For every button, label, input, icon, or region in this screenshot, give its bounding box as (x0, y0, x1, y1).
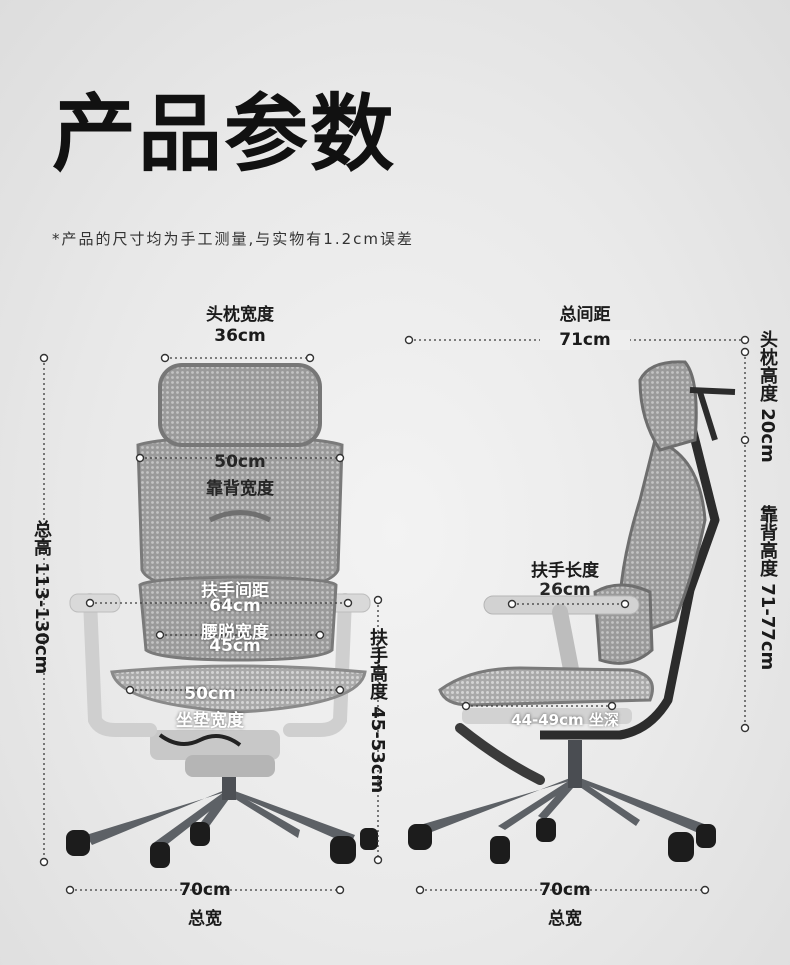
total-height-text: 总高 113-130cm (31, 520, 52, 675)
backrest-width-label: 靠背宽度 (206, 479, 274, 499)
page-title: 产品参数 (52, 85, 397, 183)
backrest-width-value: 50cm (214, 452, 266, 472)
seat-width-label: 坐垫宽度 (176, 711, 244, 731)
seat-depth-text: 44-49cm 坐深 (511, 711, 619, 729)
measurement-note: *产品的尺寸均为手工测量,与实物有1.2cm误差 (52, 230, 414, 248)
armrest-spacing-value: 64cm (209, 596, 261, 616)
dimension-lines (43, 339, 746, 891)
armrest-length-value: 26cm (539, 580, 591, 600)
headrest-width-value: 36cm (214, 326, 266, 346)
armrest-height-text: 扶手高度 45-53cm (367, 628, 388, 794)
front-chair (66, 363, 378, 868)
headrest-height-text: 头枕高度 20cm (757, 330, 778, 463)
headrest-width-label: 头枕宽度 (206, 305, 274, 325)
front-total-width-value: 70cm (179, 880, 231, 900)
seat-width-value: 50cm (184, 684, 236, 704)
lumbar-width-value: 45cm (209, 636, 261, 656)
total-depth-label: 总间距 (559, 305, 611, 325)
armrest-spacing-label: 扶手间距 (201, 581, 269, 601)
side-total-width-value: 70cm (539, 880, 591, 900)
total-depth-value: 71cm (540, 330, 630, 350)
dimension-endpoints (39, 335, 750, 895)
lumbar-width-label: 腰脱宽度 (201, 623, 269, 643)
front-total-width-label: 总宽 (188, 909, 222, 929)
side-chair (408, 360, 736, 864)
side-total-width-label: 总宽 (548, 909, 582, 929)
armrest-length-label: 扶手长度 (531, 561, 599, 581)
backrest-height-text: 靠背高度 71-77cm (757, 505, 778, 671)
